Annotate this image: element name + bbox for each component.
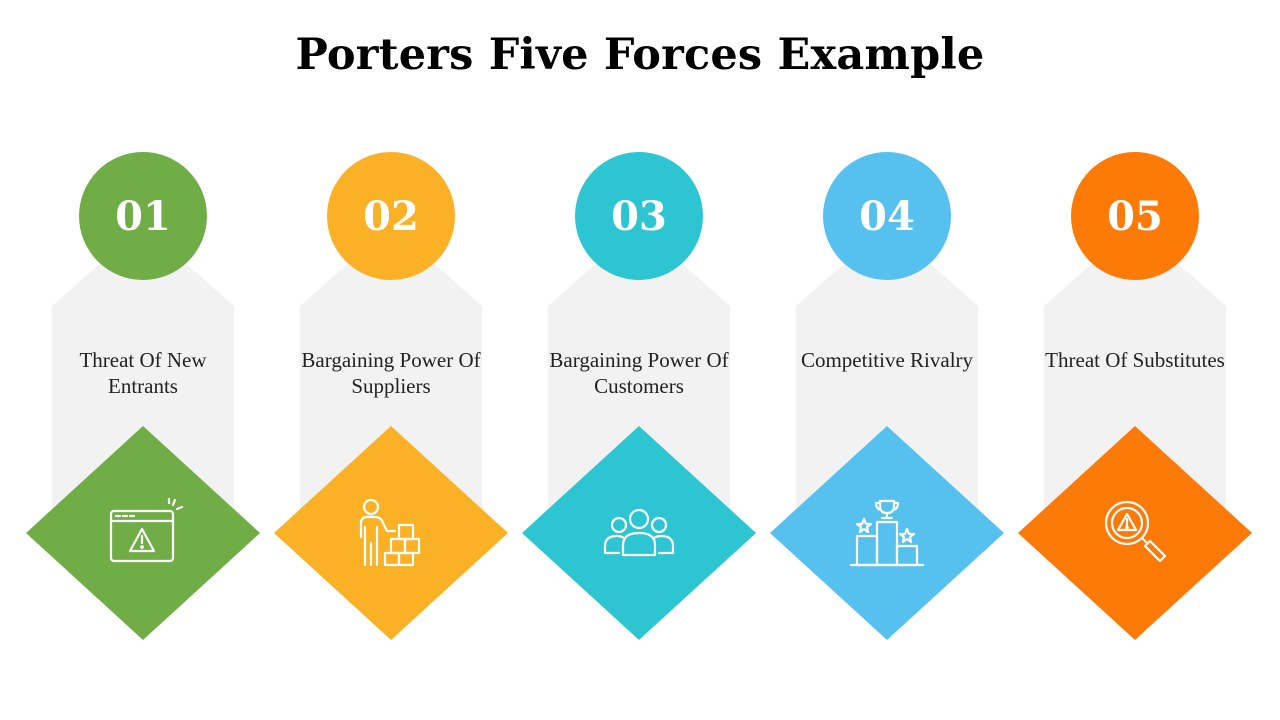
force-label: Threat Of New Entrants bbox=[79, 348, 207, 398]
podium-trophy-icon bbox=[847, 493, 927, 573]
force-card-2: 02 Bargaining Power Of Suppliers bbox=[262, 0, 522, 720]
magnifier-warning-icon bbox=[1095, 493, 1175, 573]
force-card-4: 04 Competitive Rivalry bbox=[758, 0, 1018, 720]
force-label: Threat Of Substitutes bbox=[1045, 348, 1225, 372]
browser-warning-icon bbox=[103, 493, 183, 573]
group-users-icon bbox=[599, 493, 679, 573]
force-card-1: 01 Threat Of New Entrants bbox=[14, 0, 274, 720]
force-number-badge: 03 bbox=[575, 152, 703, 280]
force-number-badge: 01 bbox=[79, 152, 207, 280]
force-number-badge: 04 bbox=[823, 152, 951, 280]
force-label: Bargaining Power Of Suppliers bbox=[301, 348, 481, 398]
force-label: Competitive Rivalry bbox=[800, 348, 974, 372]
force-card-5: 05 Threat Of Substitutes bbox=[1006, 0, 1266, 720]
force-number-badge: 02 bbox=[327, 152, 455, 280]
page-title: Porters Five Forces Example bbox=[295, 30, 985, 80]
force-number-badge: 05 bbox=[1071, 152, 1199, 280]
force-card-3: 03 Bargaining Power Of Customers bbox=[510, 0, 770, 720]
person-boxes-icon bbox=[351, 493, 431, 573]
force-label: Bargaining Power Of Customers bbox=[549, 348, 729, 398]
